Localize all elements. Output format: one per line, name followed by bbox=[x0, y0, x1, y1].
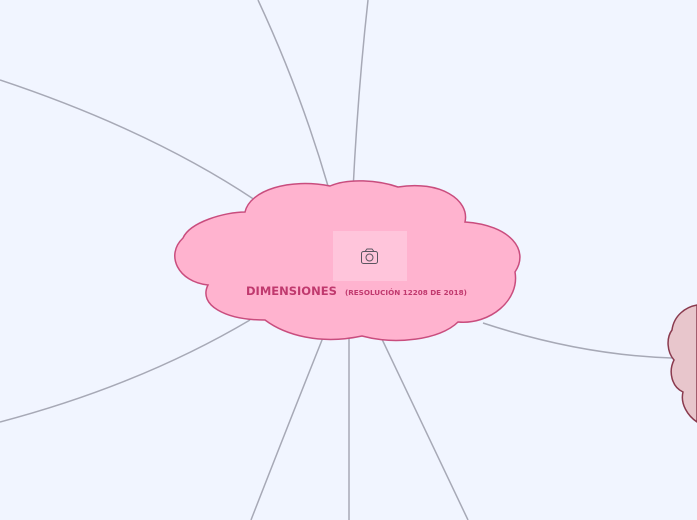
side-topic-node[interactable] bbox=[667, 304, 697, 423]
image-placeholder[interactable] bbox=[333, 231, 407, 281]
connector-top-left bbox=[257, 0, 329, 187]
connector-bottom-center-left bbox=[250, 329, 327, 520]
central-topic-text: DIMENSIONES (RESOLUCIÓN 12208 DE 2018) bbox=[246, 280, 467, 299]
connector-bottom-right bbox=[379, 334, 469, 520]
central-topic-subtitle: (RESOLUCIÓN 12208 DE 2018) bbox=[345, 288, 467, 297]
camera-icon bbox=[361, 248, 378, 264]
connector-top bbox=[352, 0, 369, 191]
central-topic-title: DIMENSIONES bbox=[246, 284, 337, 298]
connector-right bbox=[482, 322, 673, 359]
connector-left bbox=[0, 79, 256, 201]
connector-bottom-left bbox=[0, 319, 251, 423]
